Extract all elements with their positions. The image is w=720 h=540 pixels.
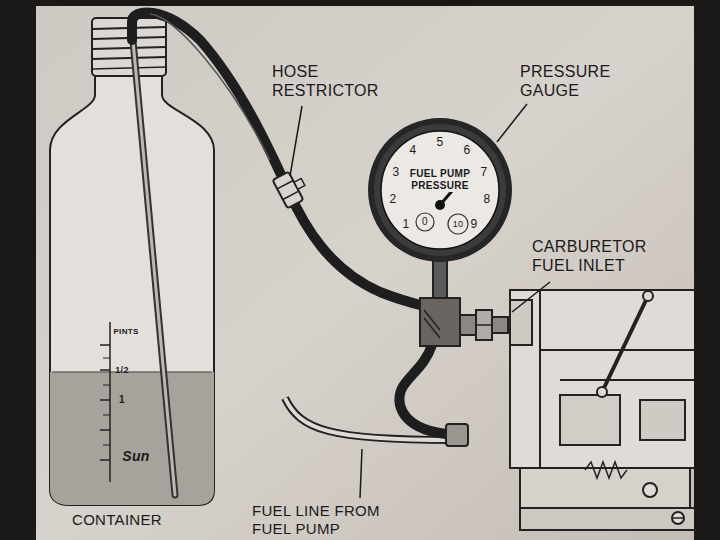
dial-number: 1 xyxy=(403,217,410,231)
dial-number: 7 xyxy=(481,165,488,179)
hose xyxy=(399,345,446,434)
pressure-gauge xyxy=(368,118,512,346)
page xyxy=(36,6,694,540)
part-label: PRESSURE GAUGE xyxy=(520,62,630,100)
part-label: FUEL LINE FROM FUEL PUMP xyxy=(252,502,417,538)
dial-number: 10 xyxy=(453,219,464,230)
leader-lines xyxy=(290,104,550,498)
part-label: CONTAINER xyxy=(72,511,212,529)
scale-marking: 1/2 xyxy=(115,365,128,376)
dial-number: 0 xyxy=(422,216,428,228)
dial-number: 8 xyxy=(484,192,491,206)
dial-number: 5 xyxy=(437,135,444,149)
carburetor xyxy=(510,290,695,530)
dial-number: 4 xyxy=(410,143,417,157)
page-edge xyxy=(0,0,720,6)
page-edge xyxy=(0,0,36,540)
dial-number: 2 xyxy=(390,192,397,206)
hose-restrictor xyxy=(273,168,311,208)
gauge-face-text: FUEL PUMP PRESSURE xyxy=(407,168,473,192)
scale-marking: PINTS xyxy=(113,327,138,337)
part-label: HOSE RESTRICTOR xyxy=(272,62,392,100)
dial-number: 6 xyxy=(464,143,471,157)
dial-number: 3 xyxy=(393,165,400,179)
part-label: CARBURETOR FUEL INLET xyxy=(532,237,667,275)
page-edge xyxy=(694,0,720,540)
dial-number: 9 xyxy=(471,217,478,231)
scale-marking: 1 xyxy=(119,394,125,406)
hose-fitting xyxy=(446,424,468,446)
container-bottle xyxy=(45,18,225,512)
brand-mark: Sun xyxy=(122,448,149,465)
